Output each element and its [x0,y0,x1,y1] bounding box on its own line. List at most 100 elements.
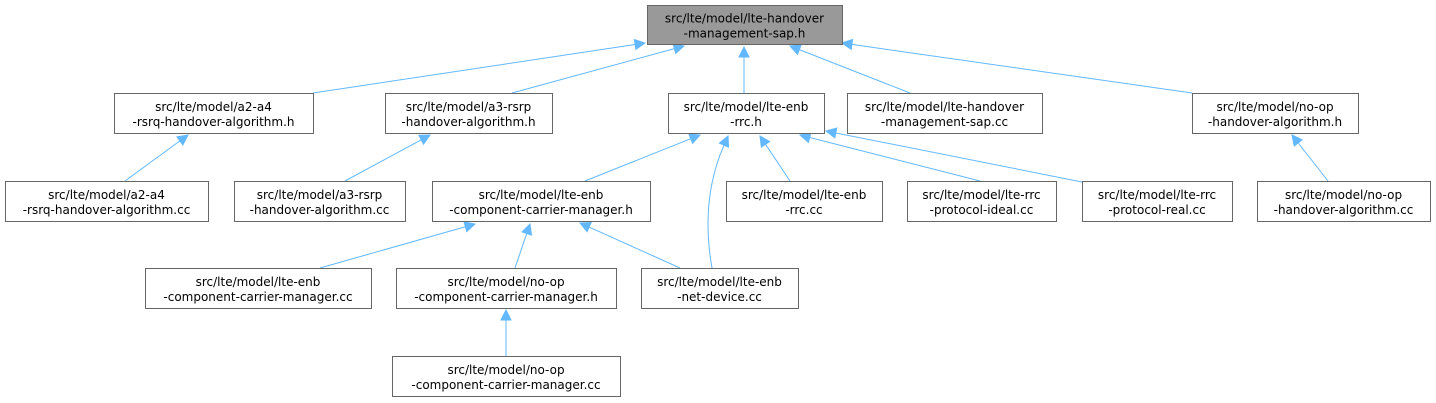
arrowhead-icon [521,222,533,236]
node-label-line: -component-carrier-manager.cc [163,290,352,304]
edge-ccmcc-to-ccmh [319,221,477,269]
node-box[interactable] [726,181,883,222]
node-sapcc[interactable]: src/lte/model/lte-handover-management-sa… [847,93,1043,134]
edges-layer [124,38,1329,356]
node-label-line: src/lte/model/lte-rrc [922,188,1040,202]
node-label-line: -component-carrier-manager.h [449,203,633,217]
node-noophoh[interactable]: src/lte/model/no-op-handover-algorithm.h [1192,93,1359,134]
node-noopccmh[interactable]: src/lte/model/no-op-component-carrier-ma… [396,268,617,309]
node-a2a4cc[interactable]: src/lte/model/a2-a4-rsrq-handover-algori… [5,181,209,222]
node-box[interactable] [396,268,617,309]
node-label-line: -handover-algorithm.cc [1274,203,1414,217]
edge-a3cc-to-a3h [344,134,431,182]
node-enbrrccc[interactable]: src/lte/model/lte-enb-rrc.cc [726,181,883,222]
edge-a2a4cc-to-a2a4h [124,134,189,182]
node-label-line: src/lte/model/lte-handover [865,100,1024,114]
edge-noopccmcc-to-noopccmh [500,308,512,356]
root-node-box[interactable] [647,5,843,45]
arrowhead-icon [718,134,730,148]
node-label-line: src/lte/model/lte-handover [665,12,824,26]
edge-line [835,132,1083,183]
edge-enbrrccc-to-enbrrch [759,135,791,182]
edge-rrcideal-to-enbrrch [798,131,981,182]
node-label-line: src/lte/model/lte-enb [196,275,321,289]
node-box[interactable] [234,181,406,222]
node-box[interactable] [847,93,1043,134]
node-noopccmcc[interactable]: src/lte/model/no-op-component-carrier-ma… [392,356,621,397]
arrowhead-icon [688,133,702,145]
node-label-line: -handover-algorithm.cc [250,203,390,217]
arrowhead-icon [840,38,854,51]
edge-a2a4h-to-root [312,38,647,94]
node-netdev[interactable]: src/lte/model/lte-enb-net-device.cc [641,268,799,309]
node-label-line: src/lte/model/a3-rsrp [257,188,383,202]
node-box[interactable] [1257,181,1431,222]
node-rrcideal[interactable]: src/lte/model/lte-rrc-protocol-ideal.cc [907,181,1057,222]
node-box[interactable] [1082,181,1233,222]
edge-rrcreal-to-enbrrch [824,127,1083,183]
node-label-line: -protocol-real.cc [1108,203,1205,217]
node-box[interactable] [668,93,825,134]
node-label-line: -rsrq-handover-algorithm.cc [23,203,191,217]
node-box[interactable] [641,268,799,309]
edge-sapcc-to-root [788,44,911,94]
node-label-line: src/lte/model/a2-a4 [155,100,272,114]
edge-line [344,139,422,182]
node-box[interactable] [432,181,651,222]
arrowhead-icon [463,221,477,233]
node-label-line: src/lte/model/no-op [447,363,564,377]
node-label-line: -component-carrier-manager.cc [411,378,600,392]
node-noophocc[interactable]: src/lte/model/no-op-handover-algorithm.c… [1257,181,1431,222]
node-label-line: -management-sap.cc [881,115,1008,129]
arrowhead-icon [788,44,802,56]
arrowhead-icon [1291,134,1304,147]
node-label-line: src/lte/model/lte-enb [684,100,809,114]
arrowhead-icon [418,134,431,146]
node-a2a4h[interactable]: src/lte/model/a2-a4-rsrq-handover-algori… [114,93,314,134]
node-box[interactable] [907,181,1057,222]
node-a3h[interactable]: src/lte/model/a3-rsrp-handover-algorithm… [385,93,553,134]
node-label-line: -rrc.cc [785,203,822,217]
edge-line [124,140,181,182]
edge-line [851,43,1193,94]
arrowhead-icon [633,38,647,51]
edge-line [1297,142,1329,182]
node-box[interactable] [1192,93,1359,134]
node-label-line: -handover-algorithm.h [1208,115,1342,129]
node-box[interactable] [145,268,372,309]
node-box[interactable] [5,181,209,222]
node-rrcreal[interactable]: src/lte/model/lte-rrc-protocol-real.cc [1082,181,1233,222]
node-label-line: src/lte/model/a2-a4 [48,188,165,202]
arrowhead-icon [578,222,592,233]
node-ccmcc[interactable]: src/lte/model/lte-enb-component-carrier-… [145,268,372,309]
node-label-line: src/lte/model/no-op [1216,100,1333,114]
node-box[interactable] [392,356,621,397]
node-label-line: src/lte/model/lte-rrc [1098,188,1216,202]
edge-line [511,48,675,94]
arrowhead-icon [176,134,189,146]
edge-line [707,144,725,269]
edge-line [584,138,691,182]
edge-line [312,43,636,94]
edge-enbrrch-to-root [738,45,750,93]
edge-noophoh-to-root [840,38,1193,94]
node-label-line: -net-device.cc [677,290,762,304]
node-enbrrch[interactable]: src/lte/model/lte-enb-rrc.h [668,93,825,134]
node-label-line: -handover-algorithm.h [401,115,535,129]
node-ccmh[interactable]: src/lte/model/lte-enb-component-carrier-… [432,181,651,222]
node-box[interactable] [385,93,553,134]
arrowhead-icon [672,43,686,55]
edge-a3h-to-root [511,43,686,94]
node-label-line: -rsrq-handover-algorithm.h [132,115,294,129]
node-box[interactable] [114,93,314,134]
node-root[interactable]: src/lte/model/lte-handover-management-sa… [647,5,843,45]
arrowhead-icon [500,308,512,321]
node-a3cc[interactable]: src/lte/model/a3-rsrp-handover-algorithm… [234,181,406,222]
node-label-line: src/lte/model/lte-enb [657,275,782,289]
edge-line [319,226,466,269]
edge-line [809,136,981,182]
edge-ccmh-to-enbrrch [584,133,702,182]
node-label-line: -component-carrier-manager.h [414,290,598,304]
nodes-layer: src/lte/model/lte-handover-management-sa… [5,5,1431,397]
edge-line [588,226,681,269]
